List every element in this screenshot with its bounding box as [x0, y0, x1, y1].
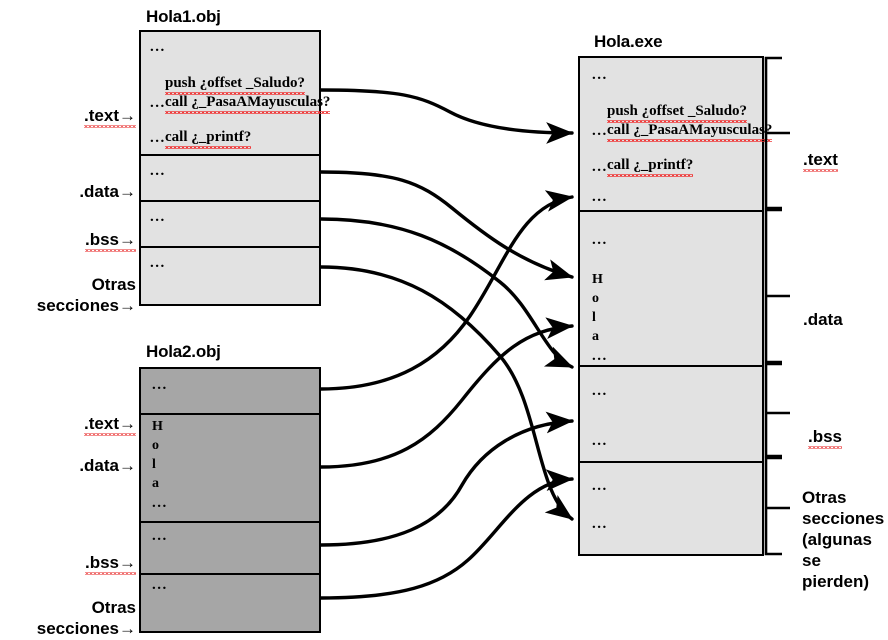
- label-hola1-bss-value: .bss→: [84, 230, 137, 252]
- holaexe-text-line-0: ...: [592, 67, 608, 83]
- hola2-section-data: [141, 413, 319, 521]
- holaexe-text-line-1: push ¿offset _Saludo?: [592, 84, 748, 138]
- holaexe-kw-call-pasa: call ¿_PasaAMayusculas?: [607, 122, 773, 142]
- hola1-title: Hola1.obj: [146, 7, 221, 26]
- arrow-hola2-bss-to-exe-bss: [319, 411, 574, 547]
- label-hola1-otras-value: Otras secciones→: [36, 275, 136, 315]
- holaexe-text-line-5: ...: [592, 159, 608, 175]
- hola2-bss-line-0: ...: [152, 528, 168, 544]
- holaexe-section-data: [580, 210, 762, 365]
- hola1-section-otras: [141, 246, 319, 304]
- hola1-text-line-1: push ¿offset _Saludo?: [150, 56, 306, 110]
- holaexe-kw-call-printf: call ¿_printf?: [607, 157, 694, 177]
- hola1-text-line-4: call ¿_printf?: [150, 110, 252, 164]
- hola2-data-line-1: o: [152, 438, 159, 453]
- holaexe-data-line-4: a: [592, 329, 599, 344]
- label-exe-text: .text: [803, 128, 888, 172]
- holaexe-bss-line-1: ...: [592, 433, 608, 449]
- hola2-text-line-0: ...: [152, 377, 168, 393]
- bracket-exe-otras: [764, 456, 782, 556]
- holaexe-data-line-3: l: [592, 310, 596, 325]
- holaexe-kw-push: push ¿offset _Saludo?: [607, 103, 748, 123]
- holaexe-data-line-5: ...: [592, 348, 608, 364]
- label-hola1-text-value: .text→: [84, 106, 136, 128]
- holaexe-data-line-0: ...: [592, 232, 608, 248]
- hola1-kw-call-pasa: call ¿_PasaAMayusculas?: [165, 94, 331, 114]
- hola2-data-line-2: l: [152, 457, 156, 472]
- holaexe-title: Hola.exe: [594, 32, 663, 51]
- holaexe-text-line-6: ...: [592, 189, 608, 205]
- holaexe-bss-line-0: ...: [592, 383, 608, 399]
- label-hola1-otras: Otras secciones→: [0, 253, 136, 316]
- label-hola2-text-value: .text→: [84, 414, 136, 436]
- hola1-section-data: [141, 154, 319, 200]
- label-exe-bss: .bss: [808, 405, 888, 449]
- label-exe-bss-value: .bss: [808, 427, 843, 449]
- label-hola2-text: .text→: [0, 392, 136, 436]
- hola1-otras-line-0: ...: [150, 255, 166, 271]
- bracket-exe-bss: [764, 362, 782, 458]
- hola2-title: Hola2.obj: [146, 342, 221, 361]
- label-hola2-data: .data→: [0, 434, 136, 476]
- hola2-data-line-4: ...: [152, 495, 168, 511]
- label-hola1-text: .text→: [0, 84, 136, 128]
- hola2-otras-line-0: ...: [152, 577, 168, 593]
- holaexe-section-otras: [580, 461, 762, 554]
- label-hola2-otras-value: Otras secciones→: [36, 598, 136, 638]
- hola1-bss-line-0: ...: [150, 209, 166, 225]
- hola2-section-bss: [141, 521, 319, 573]
- arrow-hola2-otras-to-exe-otras: [319, 469, 574, 600]
- hola2-section-otras: [141, 573, 319, 631]
- label-hola2-bss-value: .bss→: [84, 553, 137, 575]
- arrow-hola2-text-to-exe-text: [319, 190, 574, 391]
- holaexe-text-line-3: ...: [592, 123, 608, 139]
- holaexe-data-line-2: o: [592, 291, 599, 306]
- label-hola2-otras: Otras secciones→: [0, 576, 136, 639]
- hola1-data-line-0: ...: [150, 163, 166, 179]
- holaexe-data-line-1: H: [592, 272, 603, 287]
- holaexe-text-line-2: call ¿_PasaAMayusculas?: [592, 103, 773, 157]
- holaexe-text-line-4: call ¿_printf?: [592, 138, 694, 192]
- connector-arrows: [319, 88, 574, 600]
- label-hola1-bss: .bss→: [0, 208, 137, 252]
- label-hola1-data-value: .data→: [79, 182, 136, 201]
- hola1-box: [139, 30, 321, 306]
- hola1-text-line-0: ...: [150, 39, 166, 55]
- hola1-text-line-3: ...: [150, 95, 166, 111]
- hola2-box: [139, 367, 321, 633]
- arrow-hola1-data-to-exe-data: [319, 170, 574, 281]
- label-exe-text-value: .text: [803, 150, 838, 172]
- hola1-section-bss: [141, 200, 319, 246]
- holaexe-section-bss: [580, 365, 762, 461]
- label-exe-data: .data: [803, 288, 888, 330]
- arrow-hola1-otras-to-exe-otras: [319, 265, 574, 521]
- hola1-text-line-2: call ¿_PasaAMayusculas?: [150, 75, 331, 129]
- hola1-text-line-5: ...: [150, 130, 166, 146]
- holaexe-otras-line-0: ...: [592, 478, 608, 494]
- arrow-hola2-data-to-exe-data: [319, 317, 574, 469]
- hola2-data-line-0: H: [152, 419, 163, 434]
- holaexe-otras-line-1: ...: [592, 516, 608, 532]
- label-exe-otras: Otras secciones (algunas se pierden): [802, 466, 888, 592]
- label-exe-data-value: .data: [803, 310, 843, 329]
- bracket-exe-data: [764, 208, 782, 364]
- label-exe-otras-value: Otras secciones (algunas se pierden): [802, 488, 885, 591]
- hola1-kw-call-printf: call ¿_printf?: [165, 129, 252, 149]
- hola1-kw-push: push ¿offset _Saludo?: [165, 75, 306, 95]
- label-hola2-bss: .bss→: [0, 531, 137, 575]
- arrow-hola1-text-to-exe-text: [319, 88, 574, 144]
- label-hola2-data-value: .data→: [79, 456, 136, 475]
- arrow-hola1-bss-to-exe-bss: [319, 217, 574, 369]
- hola2-data-line-3: a: [152, 476, 159, 491]
- label-hola1-data: .data→: [0, 160, 136, 202]
